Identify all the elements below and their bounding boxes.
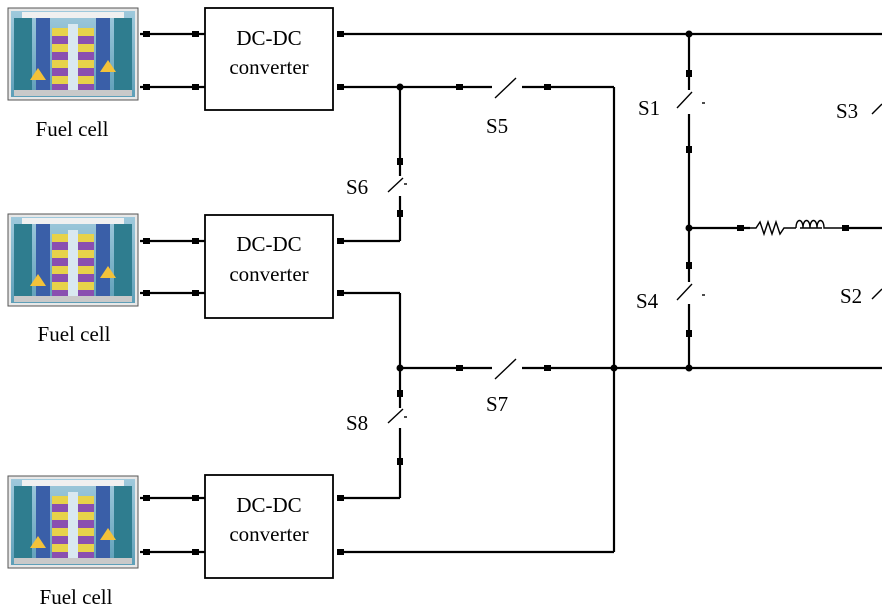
fuel-cell-1-icon: [7, 7, 139, 101]
switch-s5-label: S5: [486, 114, 508, 138]
junction-dots: [396, 30, 693, 372]
switch-s1-label: S1: [638, 96, 660, 120]
switch-s3-label: S3: [836, 99, 858, 123]
switch-s7-label: S7: [486, 392, 508, 416]
converter-1-line2: converter: [229, 55, 308, 79]
switch-s6: [387, 158, 407, 217]
switch-s2-partial: [871, 288, 882, 300]
converter-2-line1: DC-DC: [236, 232, 301, 256]
converter-1-line1: DC-DC: [236, 26, 301, 50]
switch-s4: [676, 262, 705, 337]
circuit-wires: [344, 32, 882, 554]
converter-1: DC-DC converter: [204, 7, 334, 111]
switch-s8-label: S8: [346, 411, 368, 435]
switch-s3-partial: [871, 103, 882, 115]
resistor-inductor-load: [737, 219, 849, 237]
switch-s5: [456, 77, 551, 99]
converter-3-line1: DC-DC: [236, 493, 301, 517]
converter-2-line2: converter: [229, 262, 308, 286]
converter-3: DC-DC converter: [204, 474, 334, 579]
switch-s1: [676, 70, 705, 153]
fuel-cell-1-label: Fuel cell: [36, 117, 109, 141]
converter-3-line2: converter: [229, 522, 308, 546]
fuel-cell-wires: [140, 31, 205, 555]
switch-s7: [456, 358, 551, 380]
switch-s2-label: S2: [840, 284, 862, 308]
fuel-cell-2-label: Fuel cell: [38, 322, 111, 346]
switch-s4-label: S4: [636, 289, 659, 313]
fuel-cell-3-icon: [7, 475, 139, 569]
converter-2: DC-DC converter: [204, 214, 334, 319]
fuel-cell-2-icon: [7, 213, 139, 307]
converter-output-terminals: [337, 31, 344, 555]
switch-s6-label: S6: [346, 175, 368, 199]
fuel-cell-3-label: Fuel cell: [40, 585, 113, 607]
switch-s8: [387, 390, 407, 465]
